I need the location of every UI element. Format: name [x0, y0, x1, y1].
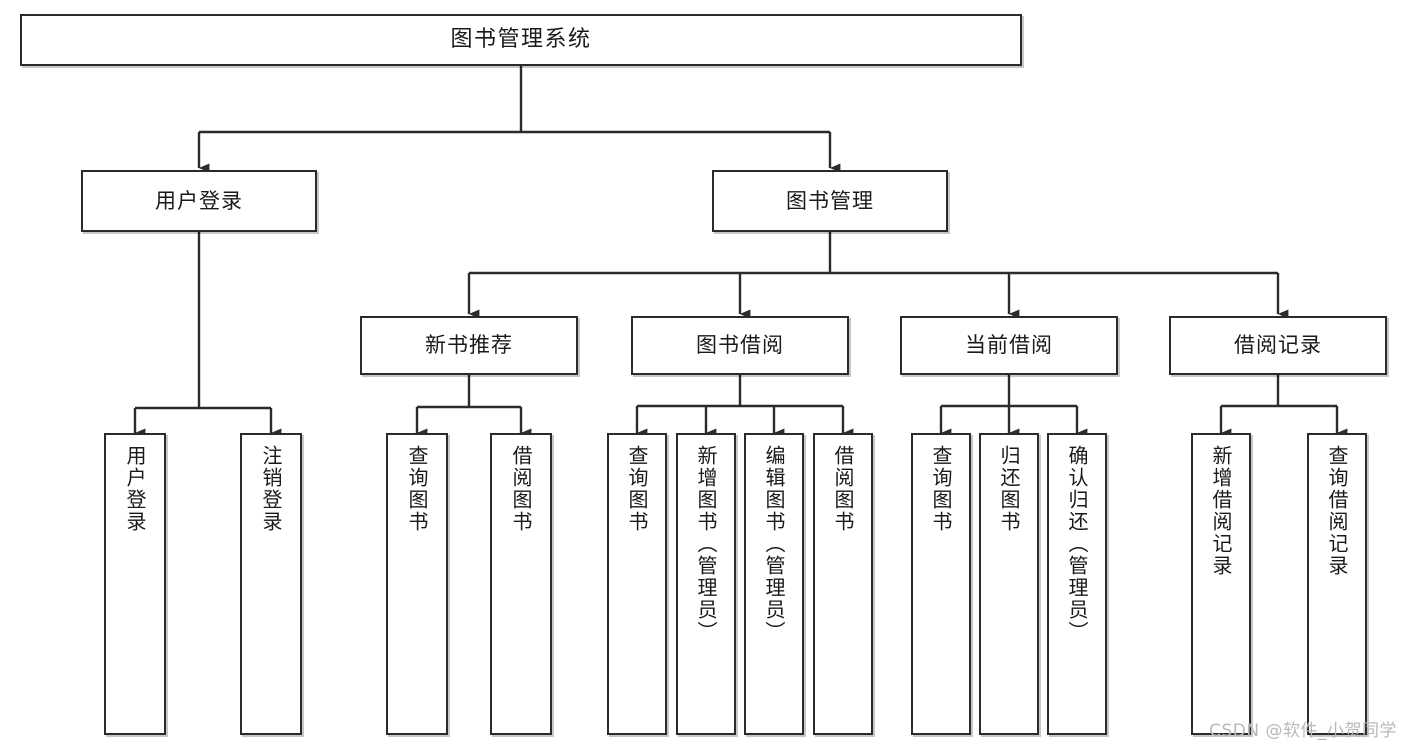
node-new-book-recommend[interactable]: 新书推荐 [360, 316, 578, 375]
node-leaf-edit-book-label: 编辑图书（管理员） [762, 445, 786, 643]
node-leaf-add-book-label: 新增图书（管理员） [694, 445, 718, 643]
node-leaf-query-book-1-label: 查询图书 [405, 445, 429, 533]
node-leaf-user-logout[interactable]: 注销登录 [240, 433, 302, 735]
node-leaf-return-book-label: 归还图书 [997, 445, 1021, 533]
node-current-borrow[interactable]: 当前借阅 [900, 316, 1118, 375]
node-leaf-user-logout-label: 注销登录 [259, 445, 283, 533]
node-leaf-add-record[interactable]: 新增借阅记录 [1191, 433, 1251, 735]
node-new-book-recommend-label: 新书推荐 [425, 333, 513, 358]
node-leaf-borrow-book-2[interactable]: 借阅图书 [813, 433, 873, 735]
node-book-borrow[interactable]: 图书借阅 [631, 316, 849, 375]
edge-root-to-level1 [197, 66, 841, 173]
node-leaf-borrow-book-1-label: 借阅图书 [509, 445, 533, 533]
node-leaf-borrow-book-1[interactable]: 借阅图书 [490, 433, 552, 735]
node-user-login-label: 用户登录 [155, 188, 243, 213]
node-book-manage-label: 图书管理 [786, 188, 874, 213]
edge-new-book-recommend-to-leaves [415, 375, 532, 438]
edge-current-borrow-to-leaves [939, 375, 1088, 438]
edge-borrow-record-to-leaves [1219, 375, 1348, 438]
watermark-text: CSDN @软件_小贺同学 [1209, 721, 1397, 741]
node-borrow-record[interactable]: 借阅记录 [1169, 316, 1387, 375]
edge-book-manage-to-level2 [467, 232, 1289, 319]
node-root[interactable]: 图书管理系统 [20, 14, 1022, 66]
node-book-manage[interactable]: 图书管理 [712, 170, 948, 232]
node-leaf-query-record-label: 查询借阅记录 [1325, 445, 1349, 577]
node-leaf-add-record-label: 新增借阅记录 [1209, 445, 1233, 577]
node-user-login[interactable]: 用户登录 [81, 170, 317, 232]
node-leaf-query-book-1[interactable]: 查询图书 [386, 433, 448, 735]
node-leaf-query-book-2[interactable]: 查询图书 [607, 433, 667, 735]
node-leaf-query-book-3[interactable]: 查询图书 [911, 433, 971, 735]
node-borrow-record-label: 借阅记录 [1234, 333, 1322, 358]
edge-book-borrow-to-leaves [635, 375, 854, 438]
node-leaf-user-login[interactable]: 用户登录 [104, 433, 166, 735]
node-leaf-query-book-2-label: 查询图书 [625, 445, 649, 533]
node-leaf-edit-book[interactable]: 编辑图书（管理员） [744, 433, 804, 735]
node-root-label: 图书管理系统 [450, 26, 592, 52]
node-leaf-borrow-book-2-label: 借阅图书 [831, 445, 855, 533]
node-leaf-confirm-return-label: 确认归还（管理员） [1065, 445, 1089, 643]
edge-user-login-to-leaves [133, 232, 282, 438]
node-leaf-return-book[interactable]: 归还图书 [979, 433, 1039, 735]
node-leaf-add-book[interactable]: 新增图书（管理员） [676, 433, 736, 735]
node-current-borrow-label: 当前借阅 [965, 333, 1053, 358]
node-book-borrow-label: 图书借阅 [696, 333, 784, 358]
node-leaf-query-book-3-label: 查询图书 [929, 445, 953, 533]
node-leaf-query-record[interactable]: 查询借阅记录 [1307, 433, 1367, 735]
node-leaf-confirm-return[interactable]: 确认归还（管理员） [1047, 433, 1107, 735]
node-leaf-user-login-label: 用户登录 [123, 445, 147, 533]
